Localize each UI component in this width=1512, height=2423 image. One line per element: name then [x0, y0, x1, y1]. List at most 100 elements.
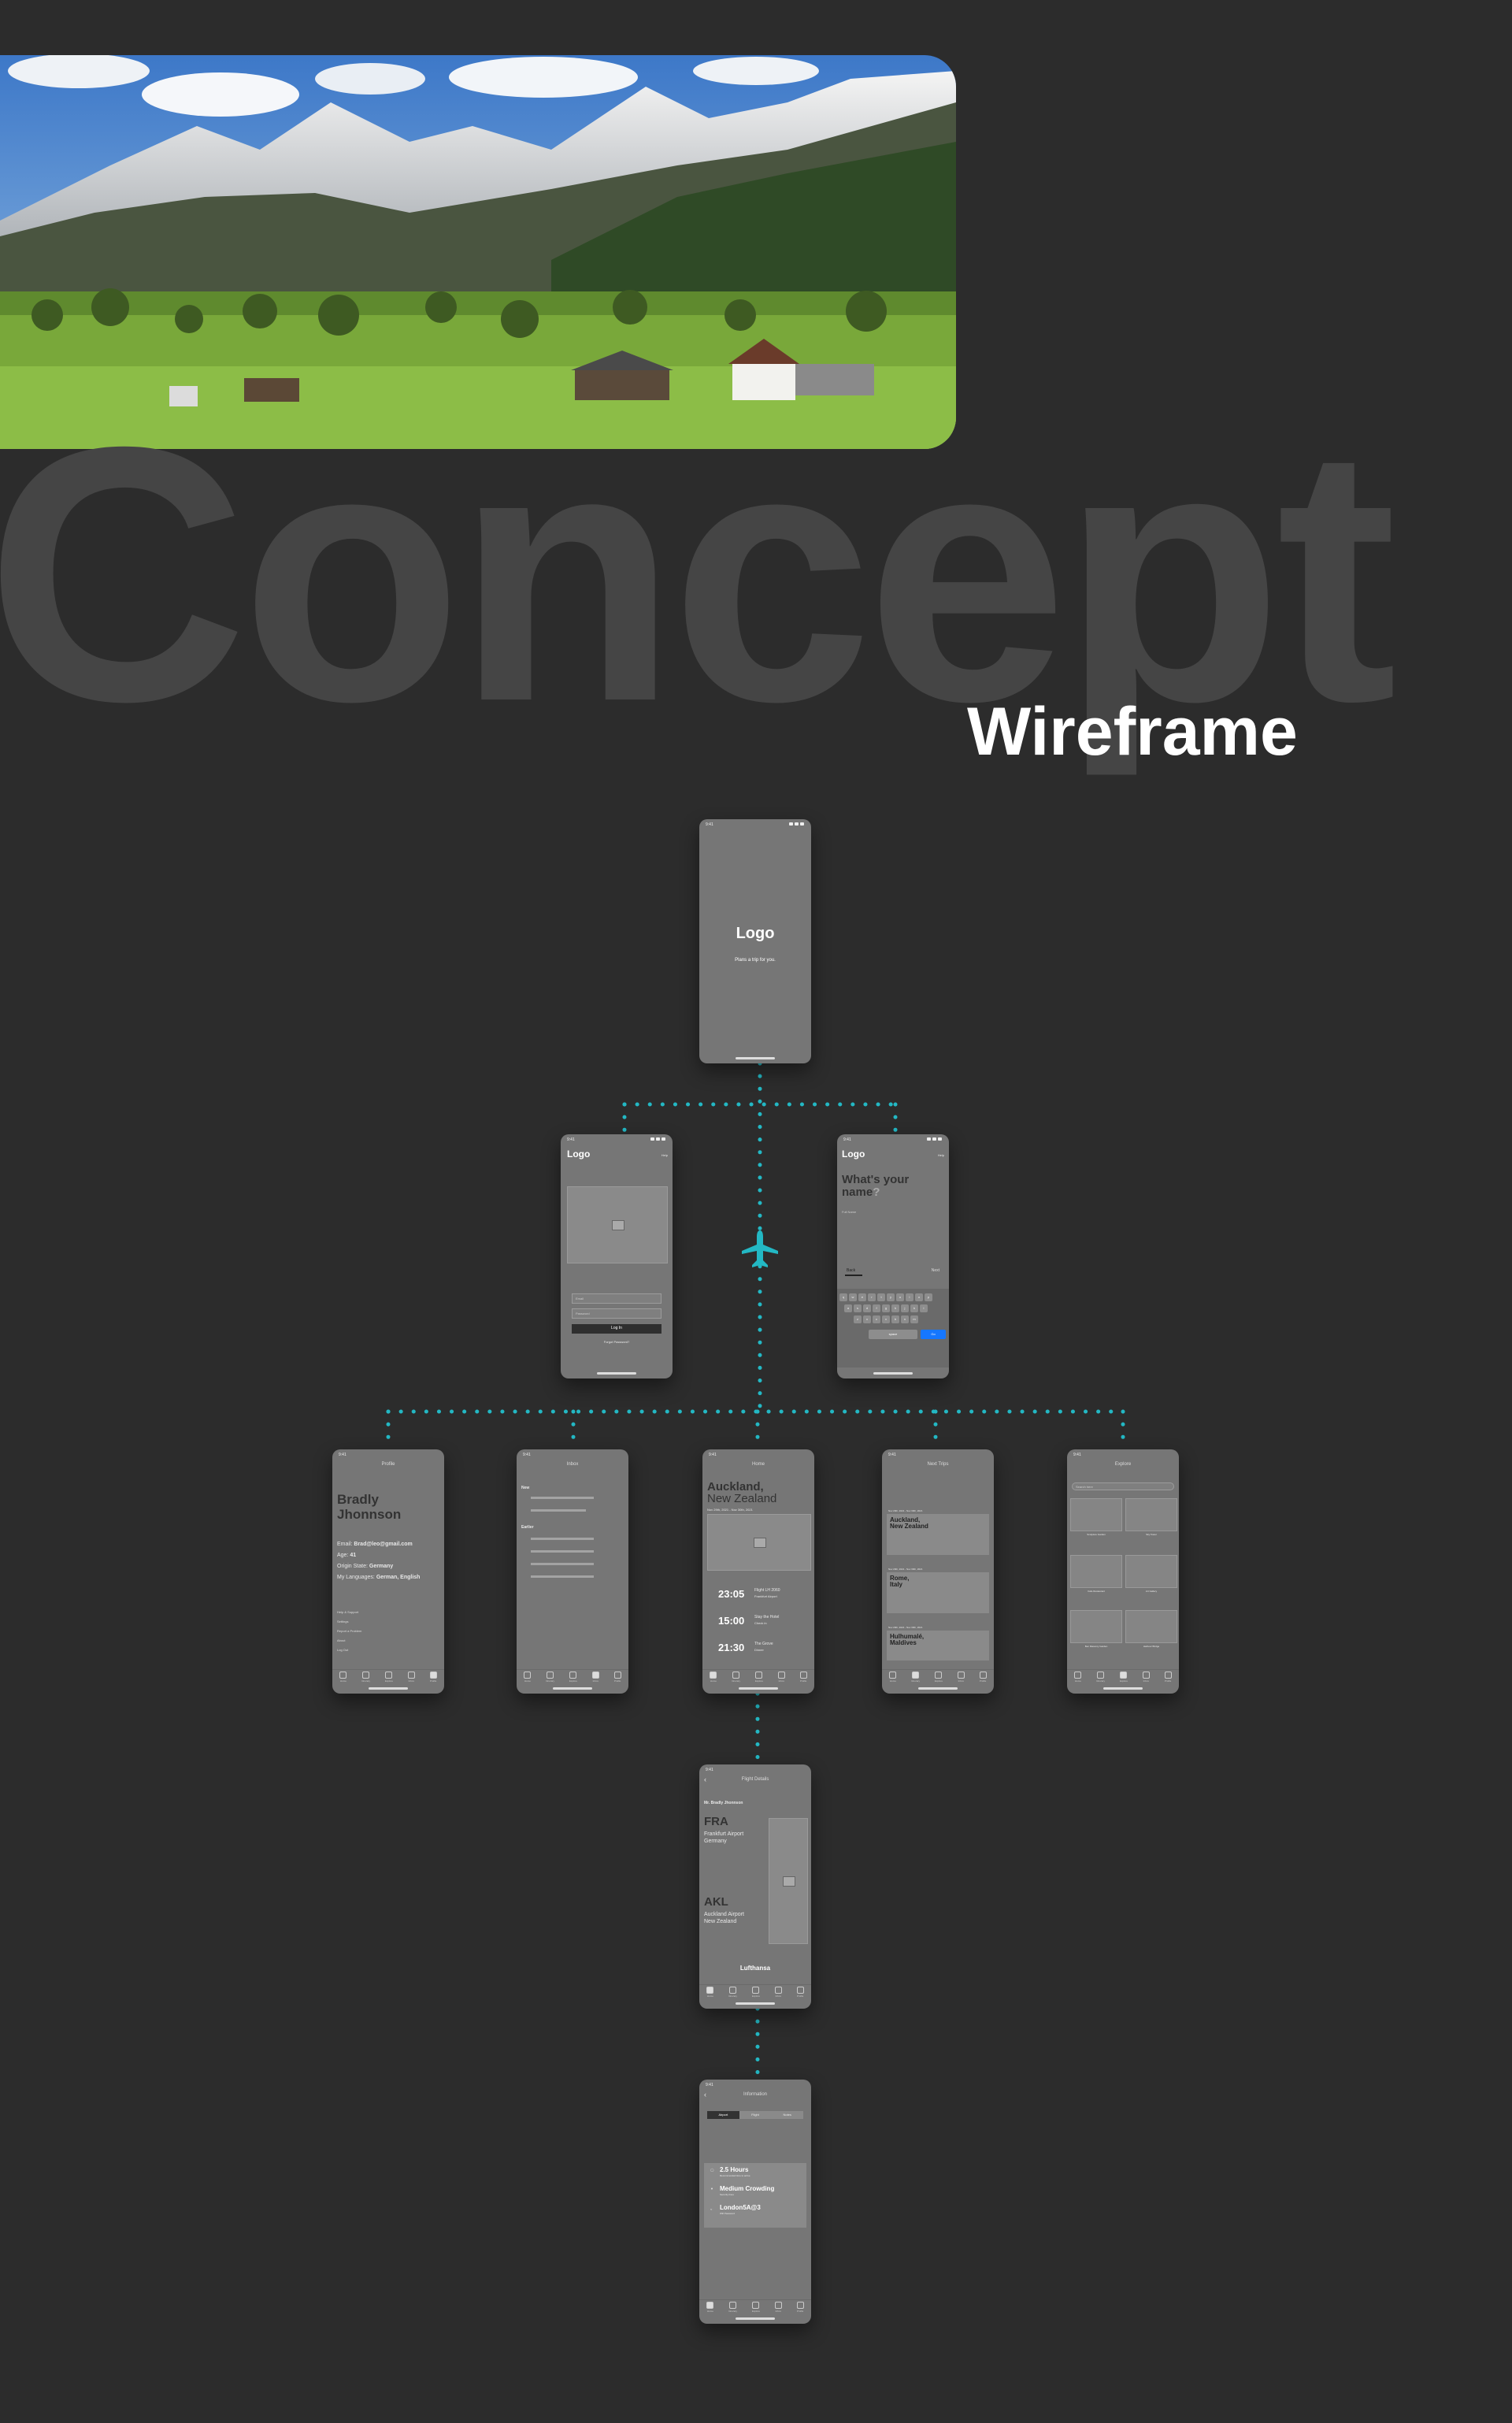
tab-profile[interactable]: Profile — [429, 1672, 437, 1683]
key-t[interactable]: t — [877, 1293, 885, 1301]
tab-explore[interactable]: Explore — [755, 1672, 763, 1683]
key-l[interactable]: l — [920, 1304, 928, 1312]
forgot-password-link[interactable]: Forgot Password? — [603, 1340, 630, 1344]
key-i[interactable]: i — [906, 1293, 914, 1301]
tab-home[interactable]: Home — [706, 1987, 714, 1998]
tab-label: Profile — [429, 1679, 437, 1683]
key-k[interactable]: k — [910, 1304, 918, 1312]
go-key[interactable]: Go — [921, 1330, 946, 1339]
tab-profile[interactable]: Profile — [796, 1987, 804, 1998]
key-p[interactable]: p — [925, 1293, 932, 1301]
search-input[interactable]: Search here — [1072, 1482, 1174, 1490]
tab-explore[interactable]: Explore — [1120, 1672, 1128, 1683]
back-button[interactable]: Back — [847, 1268, 856, 1273]
tab-home[interactable]: Home — [706, 2302, 714, 2313]
tab-inbox[interactable]: Inbox — [774, 1987, 782, 1998]
place-card[interactable] — [1125, 1498, 1177, 1531]
key-w[interactable]: w — [849, 1293, 857, 1301]
tab-explore[interactable]: Explore — [752, 2302, 760, 2313]
key-g[interactable]: g — [882, 1304, 890, 1312]
tab-home[interactable]: Home — [339, 1672, 347, 1683]
place-card[interactable] — [1125, 1610, 1177, 1643]
tab-inbox[interactable]: Inbox — [777, 1672, 785, 1683]
place-card[interactable] — [1070, 1555, 1122, 1588]
tab-itinerary[interactable]: Itinerary — [728, 1987, 737, 1998]
place-card[interactable] — [1070, 1498, 1122, 1531]
menu-settings[interactable]: Settings — [337, 1620, 349, 1623]
tab-inbox[interactable]: Inbox — [774, 2302, 782, 2313]
segment-flight[interactable]: Flight — [751, 2113, 759, 2117]
key-b[interactable]: b — [891, 1315, 899, 1323]
tab-itinerary[interactable]: Itinerary — [728, 2302, 737, 2313]
key-m[interactable]: m — [910, 1315, 918, 1323]
tab-explore[interactable]: Explore — [385, 1672, 393, 1683]
tab-profile[interactable]: Profile — [1164, 1672, 1172, 1683]
tab-explore[interactable]: Explore — [935, 1672, 943, 1683]
key-s[interactable]: s — [854, 1304, 862, 1312]
trip-card[interactable]: Auckland,New Zealand — [887, 1514, 989, 1555]
event-title-1: Flight LH 2060 — [754, 1588, 780, 1593]
tab-inbox[interactable]: Inbox — [407, 1672, 415, 1683]
trip-card[interactable]: Hulhumalé,Maldives — [887, 1631, 989, 1660]
screen-header: Home — [751, 1462, 765, 1467]
key-f[interactable]: f — [873, 1304, 880, 1312]
tab-itinerary[interactable]: Itinerary — [732, 1672, 740, 1683]
space-key[interactable]: space — [869, 1330, 917, 1339]
trip-subtitle: New Zealand — [890, 1523, 928, 1530]
key-n[interactable]: n — [901, 1315, 909, 1323]
key-o[interactable]: o — [915, 1293, 923, 1301]
place-card[interactable] — [1070, 1610, 1122, 1643]
tab-profile[interactable]: Profile — [979, 1672, 987, 1683]
key-v[interactable]: v — [882, 1315, 890, 1323]
menu-help[interactable]: Help & Support — [337, 1610, 359, 1614]
key-j[interactable]: j — [901, 1304, 909, 1312]
key-y[interactable]: y — [887, 1293, 895, 1301]
login-screen: 9:41 Logo Help Email Password Log In For… — [561, 1134, 673, 1378]
key-d[interactable]: d — [863, 1304, 871, 1312]
next-button[interactable]: Next — [931, 1268, 939, 1273]
key-r[interactable]: r — [868, 1293, 876, 1301]
place-card[interactable] — [1125, 1555, 1177, 1588]
tab-inbox[interactable]: Inbox — [957, 1672, 965, 1683]
wifi-icon: ≈ — [710, 2207, 713, 2211]
tab-itinerary[interactable]: Itinerary — [546, 1672, 554, 1683]
key-z[interactable]: z — [854, 1315, 862, 1323]
tab-bar: Home Itinerary Explore Inbox Profile — [517, 1669, 628, 1684]
tab-explore[interactable]: Explore — [569, 1672, 577, 1683]
menu-about[interactable]: About — [337, 1638, 346, 1642]
name-input-hint[interactable]: Full Name — [842, 1210, 857, 1214]
tab-itinerary[interactable]: Itinerary — [1096, 1672, 1105, 1683]
help-link[interactable]: Help — [937, 1153, 944, 1157]
key-x[interactable]: x — [863, 1315, 871, 1323]
tab-home[interactable]: Home — [889, 1672, 897, 1683]
email-label: Email: — [337, 1542, 353, 1547]
tab-inbox[interactable]: Inbox — [591, 1672, 599, 1683]
tab-profile[interactable]: Profile — [613, 1672, 621, 1683]
key-a[interactable]: a — [844, 1304, 852, 1312]
tab-home[interactable]: Home — [524, 1672, 532, 1683]
tab-profile[interactable]: Profile — [799, 1672, 807, 1683]
segment-airport[interactable]: Airport — [707, 2111, 739, 2119]
email-field[interactable]: Email — [572, 1293, 662, 1304]
password-field[interactable]: Password — [572, 1308, 662, 1319]
tab-inbox[interactable]: Inbox — [1142, 1672, 1150, 1683]
login-button[interactable]: Log In — [572, 1324, 662, 1334]
key-q[interactable]: q — [839, 1293, 847, 1301]
key-e[interactable]: e — [858, 1293, 866, 1301]
back-chevron-icon[interactable]: ‹ — [704, 2091, 706, 2098]
menu-logout[interactable]: Log Out — [337, 1648, 349, 1652]
key-u[interactable]: u — [896, 1293, 904, 1301]
tab-explore[interactable]: Explore — [752, 1987, 760, 1998]
tab-home[interactable]: Home — [1074, 1672, 1082, 1683]
segment-notes[interactable]: Notes — [783, 2113, 791, 2117]
help-link[interactable]: Help — [661, 1153, 668, 1157]
tab-home[interactable]: Home — [710, 1672, 717, 1683]
key-c[interactable]: c — [873, 1315, 880, 1323]
back-chevron-icon[interactable]: ‹ — [704, 1776, 706, 1783]
trip-card[interactable]: Rome,Italy — [887, 1572, 989, 1613]
key-h[interactable]: h — [891, 1304, 899, 1312]
tab-profile[interactable]: Profile — [796, 2302, 804, 2313]
tab-itinerary[interactable]: Itinerary — [361, 1672, 370, 1683]
menu-report[interactable]: Report a Problem — [337, 1629, 362, 1633]
tab-itinerary[interactable]: Itinerary — [911, 1672, 920, 1683]
